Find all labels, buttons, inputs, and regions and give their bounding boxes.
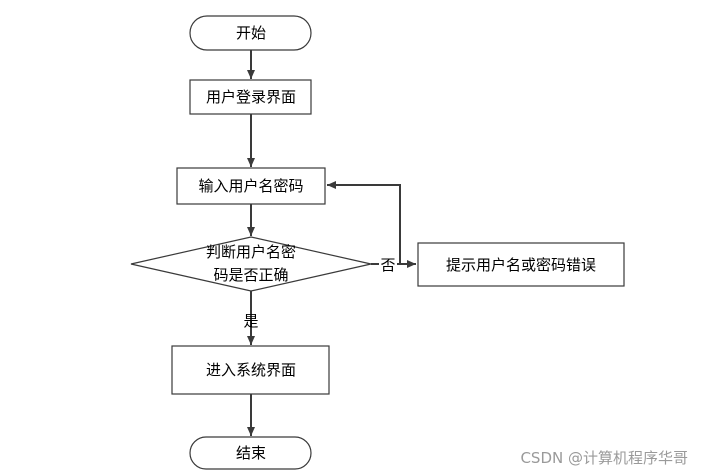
input-credentials-label: 输入用户名密码 — [198, 177, 303, 195]
login-page-box — [189, 79, 312, 115]
start-label: 开始 — [236, 24, 266, 42]
watermark-text: CSDN @计算机程序华哥 — [520, 449, 688, 467]
error-prompt-box — [417, 242, 625, 287]
input-credentials-box — [176, 167, 326, 205]
end-node — [189, 436, 312, 470]
credentials-check-diamond — [130, 236, 372, 292]
enter-system-box — [171, 345, 330, 395]
start-node — [189, 15, 312, 51]
no-label-bg — [379, 255, 397, 273]
yes-edge-label: 是 — [243, 312, 258, 330]
check-label-line1: 判断用户名密 — [206, 243, 296, 261]
login-page-label: 用户登录界面 — [206, 88, 296, 106]
edge-error-loop-to-input — [327, 181, 401, 264]
no-edge-label: 否 — [380, 256, 395, 274]
enter-system-label: 进入系统界面 — [206, 361, 296, 379]
error-prompt-label: 提示用户名或密码错误 — [446, 256, 596, 274]
check-label-line2: 码是否正确 — [213, 266, 288, 284]
end-label: 结束 — [236, 444, 266, 462]
